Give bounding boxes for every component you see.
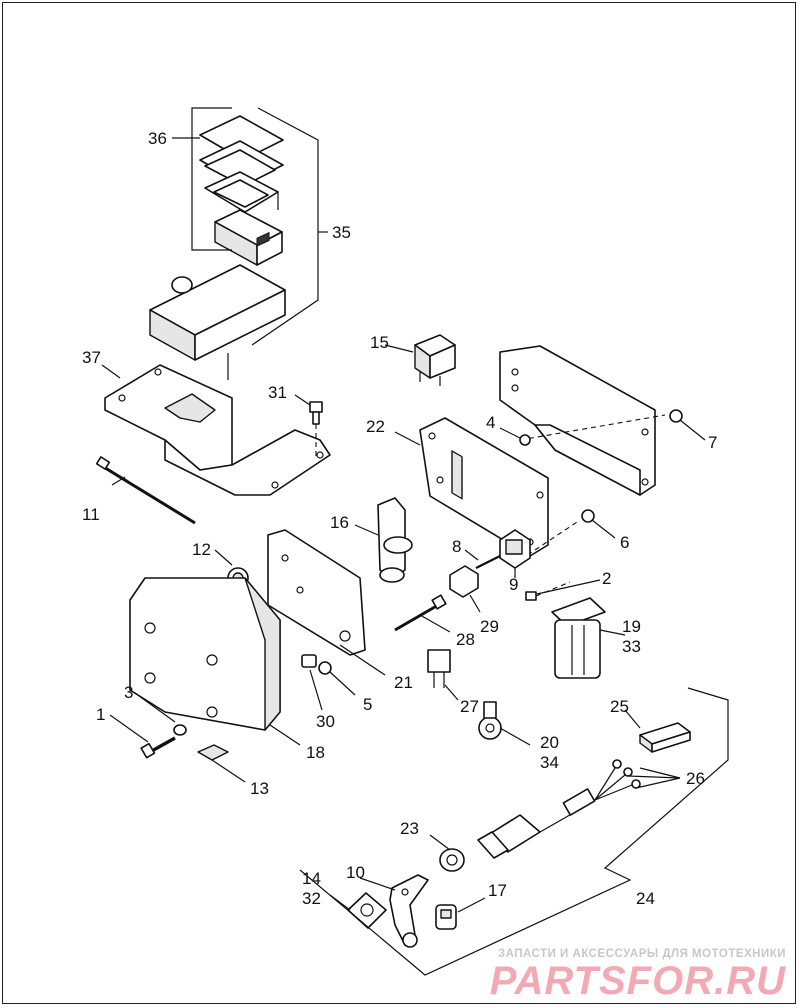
label-29: 29 — [480, 617, 499, 636]
label-36: 36 — [148, 129, 167, 148]
part-22-mounting-plate[interactable] — [419, 417, 549, 557]
label-19: 19 — [622, 617, 641, 636]
label-8: 8 — [452, 537, 461, 556]
part-1-screw[interactable] — [140, 736, 176, 759]
part-27-fuse[interactable] — [427, 649, 451, 688]
label-3: 3 — [124, 683, 133, 702]
part-25-connector[interactable] — [639, 722, 691, 753]
part-31-screw[interactable] — [309, 401, 323, 460]
label-13: 13 — [250, 779, 269, 798]
part-18-cover[interactable] — [129, 577, 281, 731]
label-23: 23 — [400, 819, 419, 838]
part-8-pin[interactable] — [475, 555, 501, 569]
part-30-nut[interactable] — [301, 654, 317, 668]
label-35: 35 — [332, 223, 351, 242]
label-11: 11 — [82, 505, 100, 524]
label-4: 4 — [486, 413, 495, 432]
label-32: 32 — [302, 889, 321, 908]
label-31: 31 — [268, 383, 287, 402]
watermark-brand[interactable]: PARTSFOR.RU — [489, 959, 786, 1003]
part-11-cable-tie[interactable] — [95, 456, 196, 525]
label-1: 1 — [96, 705, 105, 724]
label-34: 34 — [540, 753, 559, 772]
label-24: 24 — [636, 889, 655, 908]
part-23-nut[interactable] — [439, 848, 465, 872]
part-16-wire-clip[interactable] — [377, 497, 413, 583]
label-2: 2 — [602, 569, 611, 588]
part-15-relay[interactable] — [414, 334, 456, 386]
part-upper-bracket-box[interactable] — [499, 345, 666, 496]
label-18: 18 — [306, 743, 325, 762]
part-13-pad[interactable] — [197, 744, 229, 761]
part-3-washer[interactable] — [173, 724, 187, 736]
label-22: 22 — [366, 417, 385, 436]
label-5: 5 — [363, 695, 372, 714]
bracket-24 — [299, 687, 729, 976]
label-33: 33 — [622, 637, 641, 656]
part-9-connector[interactable] — [499, 529, 531, 569]
part-35-module[interactable] — [214, 209, 283, 266]
label-21: 21 — [394, 673, 413, 692]
part-5-nut[interactable] — [318, 661, 332, 675]
callout-numbers: 36 35 15 37 31 4 7 22 11 16 6 8 12 9 2 1… — [82, 129, 717, 908]
label-7: 7 — [708, 433, 717, 452]
label-30: 30 — [316, 712, 335, 731]
part-4-nut[interactable] — [519, 434, 531, 446]
part-10-switch-bracket[interactable] — [389, 874, 429, 948]
part-37-mounting-bracket[interactable] — [104, 364, 331, 496]
part-module-housing[interactable] — [149, 264, 286, 380]
part-17-boot[interactable] — [435, 904, 457, 930]
label-25: 25 — [610, 697, 629, 716]
label-28: 28 — [456, 630, 475, 649]
part-7-nut[interactable] — [669, 409, 683, 423]
part-21-mount-bracket[interactable] — [267, 529, 366, 656]
leader-lines — [101, 137, 706, 913]
label-26: 26 — [686, 769, 705, 788]
part-20-ring-terminal[interactable] — [478, 701, 502, 740]
watermark: ЗАПАСТИ И АКСЕССУАРЫ ДЛЯ МОТОТЕХНИКИ PAR… — [490, 948, 786, 1002]
label-16: 16 — [330, 513, 349, 532]
label-10: 10 — [346, 863, 365, 882]
label-20: 20 — [540, 733, 559, 752]
label-6: 6 — [620, 533, 629, 552]
label-9: 9 — [509, 575, 518, 594]
watermark-tagline: ЗАПАСТИ И АКСЕССУАРЫ ДЛЯ МОТОТЕХНИКИ — [497, 948, 786, 960]
part-19-socket[interactable] — [551, 597, 606, 679]
part-28-stud[interactable] — [394, 594, 447, 632]
label-37: 37 — [82, 348, 101, 367]
label-17: 17 — [488, 881, 507, 900]
label-12: 12 — [192, 540, 211, 559]
label-15: 15 — [370, 333, 389, 352]
part-36-cover-plates[interactable] — [199, 115, 284, 213]
part-14-gasket[interactable] — [347, 892, 387, 929]
label-27: 27 — [460, 697, 479, 716]
part-24-sensor-harness[interactable] — [477, 759, 641, 859]
label-14: 14 — [302, 869, 321, 888]
part-2-screw[interactable] — [525, 581, 571, 601]
part-29-connector[interactable] — [449, 565, 479, 598]
